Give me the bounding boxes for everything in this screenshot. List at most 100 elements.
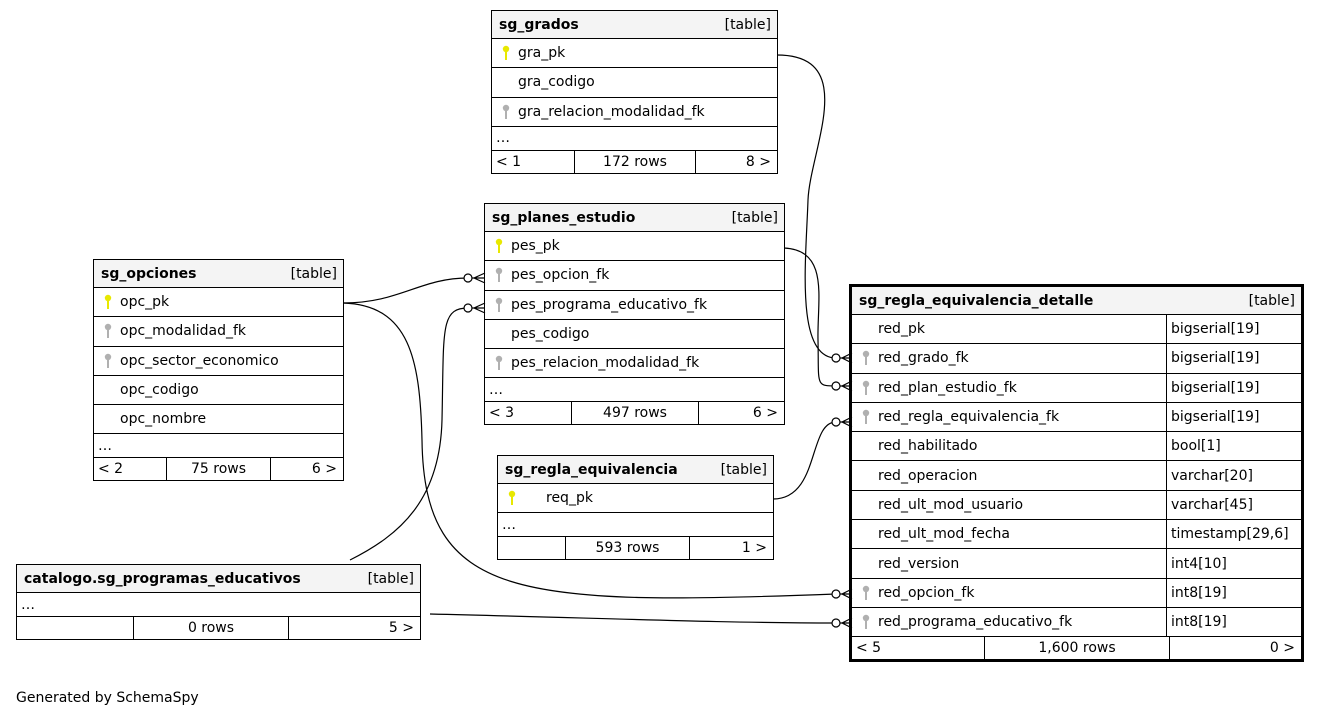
column-name: red_ult_mod_fecha [876, 520, 1167, 549]
table-type: [table] [367, 570, 414, 587]
primary-key-icon [492, 45, 516, 61]
column-row: opc_modalidad_fk [94, 317, 343, 347]
generator-credit: Generated by SchemaSpy [16, 690, 199, 706]
column-type: bool[1] [1171, 438, 1221, 455]
children-link[interactable]: 8 > [745, 153, 771, 170]
table-node-sg_grados[interactable]: sg_grados [table] gra_pk gra_codigo gra_re… [491, 10, 778, 174]
table-header[interactable]: sg_grados [table] [492, 11, 777, 39]
column-name: opc_nombre [120, 411, 207, 428]
table-footer: < 5 1,600 rows 0 > [852, 637, 1301, 660]
row-count: 593 rows [566, 537, 690, 560]
optional-marker [831, 353, 841, 363]
column-name: pes_opcion_fk [511, 267, 610, 284]
parents-link[interactable]: < 1 [492, 150, 575, 173]
table-name[interactable]: sg_regla_equivalencia_detalle [859, 292, 1094, 309]
column-name: opc_codigo [120, 382, 199, 399]
column-type: int8[19] [1171, 584, 1227, 601]
column-type: int4[10] [1171, 555, 1227, 572]
table-footer: 593 rows 1 > [498, 537, 773, 560]
column-row: opc_nombre [94, 405, 343, 435]
children-link[interactable]: 1 > [741, 540, 767, 557]
more-columns: … [492, 127, 777, 151]
parents-link[interactable]: < 2 [94, 458, 167, 481]
column-row: req_pk [498, 484, 773, 514]
column-type: int8[19] [1171, 614, 1227, 631]
column-name: pes_codigo [511, 326, 590, 343]
column-row: pes_relacion_modalidad_fk [485, 349, 784, 379]
edge-grados-to-detalle [776, 54, 837, 359]
table-name[interactable]: sg_planes_estudio [492, 209, 636, 226]
edge-programas-to-planes [349, 307, 469, 561]
foreign-key-icon [94, 323, 118, 339]
column-name: gra_relacion_modalidad_fk [518, 103, 705, 120]
table-node-sg_regla_equivalencia[interactable]: sg_regla_equivalencia [table] req_pk … 5… [497, 455, 774, 561]
row-count: 497 rows [572, 402, 699, 425]
optional-marker [463, 303, 473, 313]
table-type: [table] [720, 461, 767, 478]
table-name[interactable]: catalogo.sg_programas_educativos [24, 570, 301, 587]
table-name[interactable]: sg_opciones [101, 265, 197, 282]
foreign-key-icon [485, 355, 509, 371]
column-row: opc_sector_economico [94, 347, 343, 376]
edge-programas-to-detalle [429, 613, 837, 624]
column-name: pes_relacion_modalidad_fk [511, 355, 700, 372]
table-type: [table] [290, 265, 337, 282]
foreign-key-icon [492, 104, 516, 120]
column-name: pes_pk [511, 238, 560, 255]
table-header[interactable]: sg_opciones [table] [94, 260, 343, 288]
foreign-key-icon [485, 297, 509, 313]
parents-link[interactable] [17, 617, 134, 639]
column-row: gra_relacion_modalidad_fk [492, 98, 777, 127]
column-row: opc_pk [94, 288, 343, 318]
optional-marker [831, 589, 841, 599]
children-link[interactable]: 6 > [752, 405, 778, 422]
table-header[interactable]: catalogo.sg_programas_educativos [table] [17, 565, 420, 593]
table-name[interactable]: sg_regla_equivalencia [505, 461, 678, 478]
parents-link[interactable]: < 3 [485, 402, 572, 425]
parents-link[interactable]: < 5 [852, 637, 985, 660]
optional-marker [463, 273, 473, 283]
table-type: [table] [1248, 292, 1295, 309]
more-columns: … [498, 513, 773, 538]
children-link[interactable]: 5 > [388, 620, 414, 636]
row-count: 75 rows [167, 458, 271, 481]
foreign-key-icon [94, 353, 118, 369]
column-name: opc_modalidad_fk [120, 323, 246, 340]
column-name: pes_programa_educativo_fk [511, 296, 708, 313]
foreign-key-icon [852, 380, 876, 396]
optional-marker [831, 381, 841, 391]
column-name: red_opcion_fk [876, 578, 1167, 607]
row-count: 0 rows [134, 617, 289, 639]
column-name: gra_codigo [518, 74, 595, 91]
table-node-sg_planes_estudio[interactable]: sg_planes_estudio [table] pes_pk pes_opci… [484, 203, 785, 426]
table-header[interactable]: sg_regla_equivalencia [table] [498, 456, 773, 484]
parents-link[interactable] [498, 537, 566, 560]
optional-marker [831, 417, 841, 427]
table-footer: 0 rows 5 > [17, 617, 420, 639]
column-row: opc_codigo [94, 376, 343, 406]
children-link[interactable]: 0 > [1269, 640, 1295, 657]
column-name: opc_sector_economico [120, 352, 279, 369]
table-node-sg_regla_equivalencia_detalle[interactable]: sg_regla_equivalencia_detalle [table] re… [849, 284, 1304, 663]
row-count: 172 rows [575, 150, 696, 173]
column-name: red_pk [876, 315, 1167, 344]
column-row: pes_programa_educativo_fk [485, 291, 784, 320]
table-node-sg_programas_educativos[interactable]: catalogo.sg_programas_educativos [table]… [16, 564, 421, 640]
table-header[interactable]: sg_planes_estudio [table] [485, 204, 784, 232]
edge-planes-to-detalle [783, 247, 837, 387]
table-name[interactable]: sg_grados [499, 16, 579, 33]
foreign-key-icon [852, 614, 876, 630]
column-name: red_grado_fk [876, 344, 1167, 373]
column-name: gra_pk [518, 45, 566, 62]
table-header[interactable]: sg_regla_equivalencia_detalle [table] [852, 287, 1301, 315]
row-count: 1,600 rows [985, 637, 1170, 660]
table-type: [table] [731, 209, 778, 226]
children-link[interactable]: 6 > [311, 461, 337, 478]
table-node-sg_opciones[interactable]: sg_opciones [table] opc_pk opc_modalidad_… [93, 259, 344, 482]
column-row: pes_codigo [485, 320, 784, 350]
